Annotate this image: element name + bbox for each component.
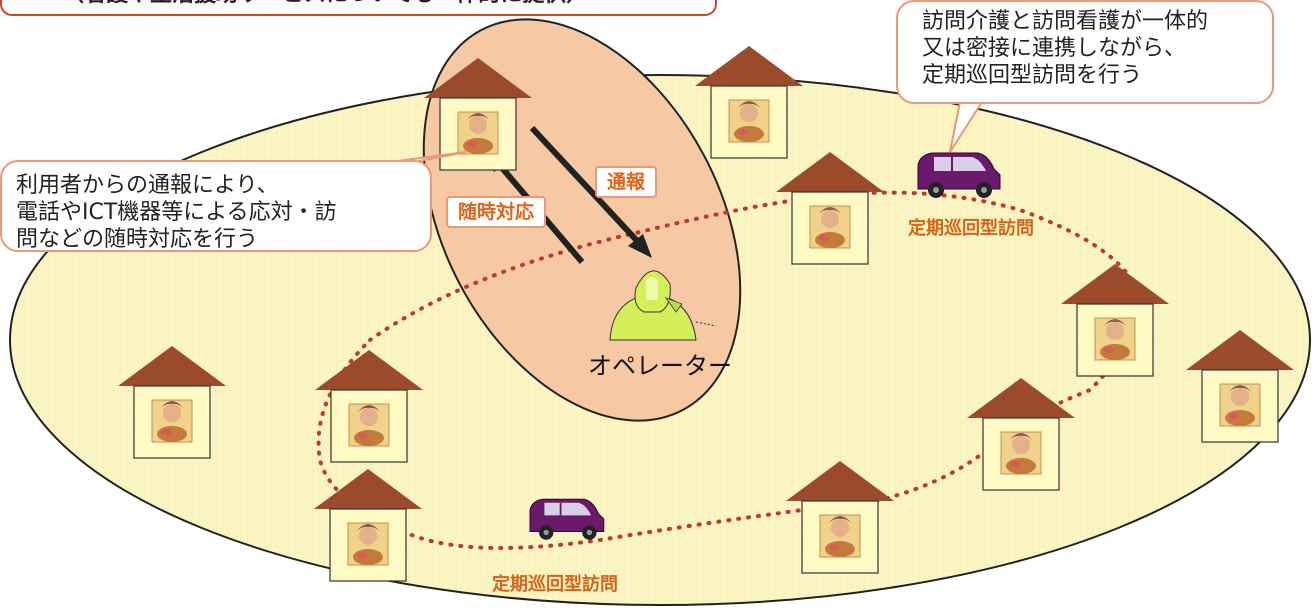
header-box: （看護や生活援助サービスについても一体的に提供） bbox=[0, 0, 717, 16]
route-label-top: 定期巡回型訪問 bbox=[908, 218, 1034, 239]
callout-right: 訪問介護と訪問看護が一体的 又は密接に連携しながら、 定期巡回型訪問を行う bbox=[896, 0, 1274, 104]
callout-right-line-1: 訪問介護と訪問看護が一体的 bbox=[922, 9, 1209, 34]
callout-right-line-2: 又は密接に連携しながら、 bbox=[922, 36, 1187, 61]
callout-left-tail bbox=[389, 151, 467, 163]
operator-label: オペレーター bbox=[588, 352, 732, 380]
callout-left-line-3: 問などの随時対応を行う bbox=[16, 227, 259, 252]
callout-left-line-2: 電話やICT機器等による応対・訪 bbox=[16, 200, 337, 225]
callout-right-line-3: 定期巡回型訪問を行う bbox=[922, 63, 1143, 88]
tag-response: 随時対応 bbox=[446, 196, 547, 228]
callout-right-tail bbox=[949, 101, 983, 153]
route-label-bottom: 定期巡回型訪問 bbox=[492, 574, 618, 595]
callout-left-line-1: 利用者からの通報により、 bbox=[16, 173, 279, 198]
tag-report: 通報 bbox=[595, 166, 658, 198]
callout-left: 利用者からの通報により、 電話やICT機器等による応対・訪 問などの随時対応を行… bbox=[0, 160, 432, 252]
house-2 bbox=[694, 45, 804, 159]
arrow-report bbox=[529, 125, 652, 258]
operator-figure bbox=[609, 270, 717, 341]
header-text: （看護や生活援助サービスについても一体的に提供） bbox=[62, 0, 588, 8]
